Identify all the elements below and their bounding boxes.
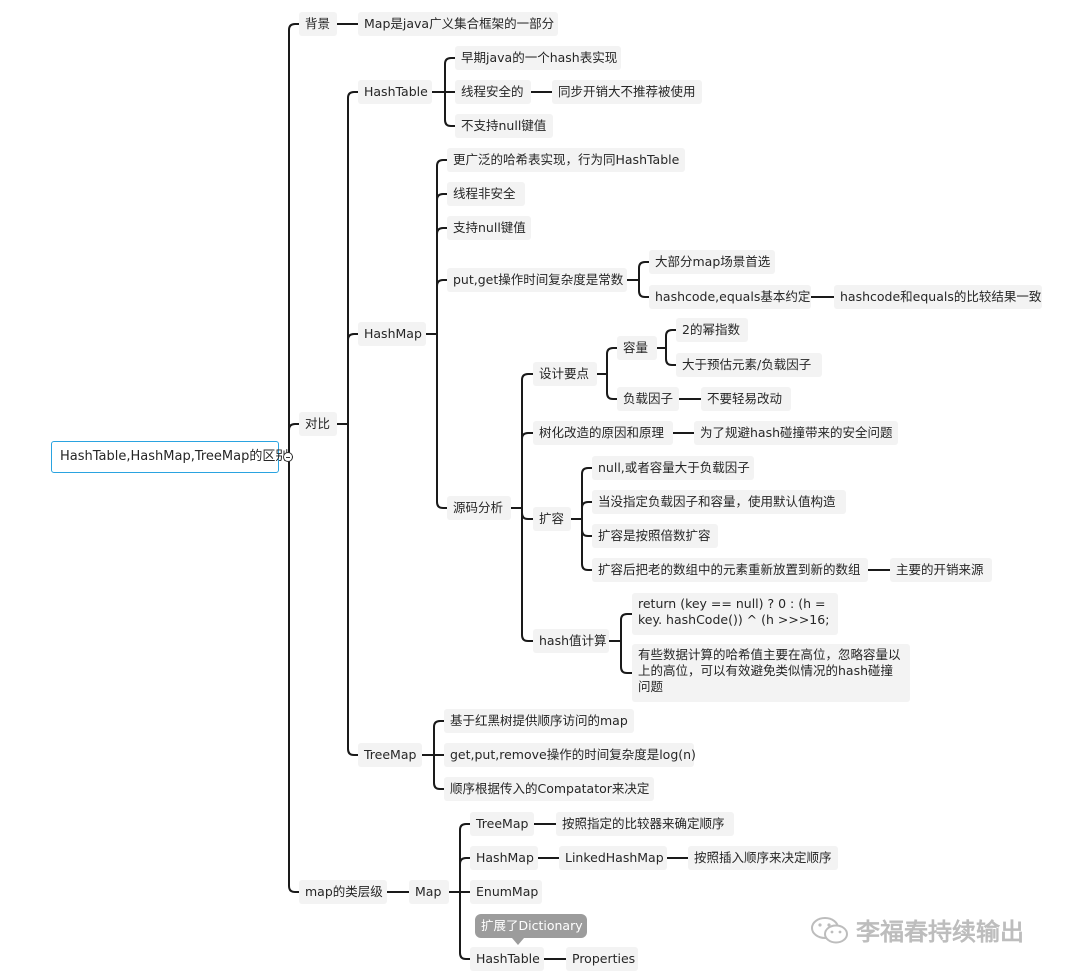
topic-background-text[interactable]: Map是java广义集合框架的一部分 (358, 12, 558, 36)
connector-13-3 (581, 519, 592, 571)
connector-2-0 (347, 91, 358, 424)
connector-8-2 (521, 508, 533, 520)
resize-cond4[interactable]: 扩容后把老的数组中的元素重新放置到新的数组 (592, 558, 868, 582)
hash-calc-code[interactable]: return (key == null) ? 0 : (h = key. has… (632, 593, 838, 635)
design-capacity[interactable]: 容量 (617, 336, 657, 360)
connector-6-0 (638, 261, 649, 280)
root-topic[interactable]: HashTable,HashMap,TreeMap的区别 (51, 441, 288, 473)
hierarchy-hashmap[interactable]: HashMap (470, 846, 538, 870)
hashmap-complexity[interactable]: put,get操作时间复杂度是常数 (447, 268, 627, 292)
hierarchy-treemap-note[interactable]: 按照指定的比较器来确定顺序 (556, 812, 734, 836)
source-treeify[interactable]: 树化改造的原因和原理 (533, 421, 673, 445)
capacity-greater[interactable]: 大于预估元素/负载因子 (676, 353, 822, 377)
hierarchy-linked-note[interactable]: 按照插入顺序来决定顺序 (688, 846, 838, 870)
hierarchy-map[interactable]: Map (409, 880, 449, 904)
hierarchy-hashtable[interactable]: HashTable (470, 947, 544, 971)
connector-9-0 (606, 347, 617, 374)
connector-2-2 (347, 424, 358, 756)
topic-source-analysis[interactable]: 源码分析 (447, 496, 511, 520)
connector-5-0 (436, 159, 447, 334)
resize-cond3[interactable]: 扩容是按照倍数扩容 (592, 524, 718, 548)
connector-5-2 (436, 227, 447, 334)
topic-background[interactable]: 背景 (299, 12, 337, 36)
hierarchy-treemap[interactable]: TreeMap (470, 812, 534, 836)
topic-treemap[interactable]: TreeMap (358, 743, 422, 767)
connector-6-1 (638, 280, 649, 298)
topic-compare[interactable]: 对比 (299, 412, 337, 436)
connector-8-1 (521, 432, 533, 508)
connector-5-3 (436, 279, 447, 334)
hashtable-early[interactable]: 早期java的一个hash表实现 (455, 46, 621, 70)
connector-8-3 (521, 508, 533, 642)
connector-13-1 (581, 501, 592, 519)
watermark: 李福春持续输出 (810, 912, 1024, 947)
connector-3-2 (444, 92, 455, 127)
connector-13-0 (581, 467, 592, 519)
topic-hierarchy[interactable]: map的类层级 (299, 880, 387, 904)
hierarchy-linkedhashmap[interactable]: LinkedHashMap (559, 846, 667, 870)
load-factor-no-change[interactable]: 不要轻易改动 (701, 387, 791, 411)
design-load-factor[interactable]: 负载因子 (617, 387, 679, 411)
resize-cond1[interactable]: null,或者容量大于负载因子 (592, 456, 754, 480)
connector-0-1 (288, 423, 299, 457)
connector-13-2 (581, 519, 592, 537)
tag-pointer-icon (512, 938, 524, 945)
hash-calc-note[interactable]: 有些数据计算的哈希值主要在高位，忽略容量以上的高位，可以有效避免类似情况的has… (632, 644, 910, 702)
hierarchy-enummap[interactable]: EnumMap (470, 880, 542, 904)
extends-dictionary-tag: 扩展了Dictionary (475, 914, 587, 938)
hashtable-thread-safe[interactable]: 线程安全的 (455, 80, 531, 104)
watermark-text: 李福春持续输出 (856, 918, 1024, 946)
connector-16-2 (433, 755, 444, 790)
resize-main-cost[interactable]: 主要的开销来源 (890, 558, 992, 582)
connector-0-2 (288, 457, 299, 893)
connector-16-0 (433, 720, 444, 755)
connector-10-1 (665, 348, 676, 366)
topic-hashmap[interactable]: HashMap (358, 322, 426, 346)
connector-0-0 (288, 23, 299, 457)
source-hash-calc[interactable]: hash值计算 (533, 629, 609, 653)
hashmap-not-safe[interactable]: 线程非安全 (447, 182, 525, 206)
connector-10-0 (665, 329, 676, 348)
hashmap-contract-result[interactable]: hashcode和equals的比较结果一致 (834, 285, 1042, 309)
source-design[interactable]: 设计要点 (533, 362, 597, 386)
hashmap-most-used[interactable]: 大部分map场景首选 (649, 250, 775, 274)
hashmap-null-ok[interactable]: 支持null键值 (447, 216, 531, 240)
connector-3-0 (444, 57, 455, 92)
topic-hashtable[interactable]: HashTable (358, 80, 432, 104)
connector-18-1 (459, 857, 470, 892)
connector-18-3 (459, 892, 470, 960)
connector-15-0 (620, 613, 632, 641)
connector-5-4 (436, 334, 447, 509)
hashmap-wider[interactable]: 更广泛的哈希表实现，行为同HashTable (447, 148, 685, 172)
hierarchy-properties[interactable]: Properties (566, 947, 638, 971)
treemap-order[interactable]: 顺序根据传入的Compatator来决定 (444, 777, 654, 801)
connector-9-1 (606, 374, 617, 400)
wechat-icon (811, 916, 848, 943)
resize-cond2[interactable]: 当没指定负载因子和容量，使用默认值构造 (592, 490, 846, 514)
connector-5-1 (436, 193, 447, 334)
hashmap-contract[interactable]: hashcode,equals基本约定 (649, 285, 811, 309)
capacity-pow2[interactable]: 2的幂指数 (676, 318, 748, 342)
connector-2-1 (347, 333, 358, 424)
treemap-rbtree[interactable]: 基于红黑树提供顺序访问的map (444, 709, 634, 733)
connector-18-0 (459, 823, 470, 892)
source-resize[interactable]: 扩容 (533, 507, 571, 531)
connector-8-0 (521, 373, 533, 508)
treemap-logn[interactable]: get,put,remove操作的时间复杂度是log(n) (444, 743, 696, 767)
hashtable-sync-cost[interactable]: 同步开销大不推荐被使用 (552, 80, 702, 104)
treeify-reason[interactable]: 为了规避hash碰撞带来的安全问题 (694, 421, 898, 445)
collapse-toggle-icon[interactable] (283, 452, 293, 462)
connector-15-1 (620, 641, 632, 674)
hashtable-no-null[interactable]: 不支持null键值 (455, 114, 553, 138)
